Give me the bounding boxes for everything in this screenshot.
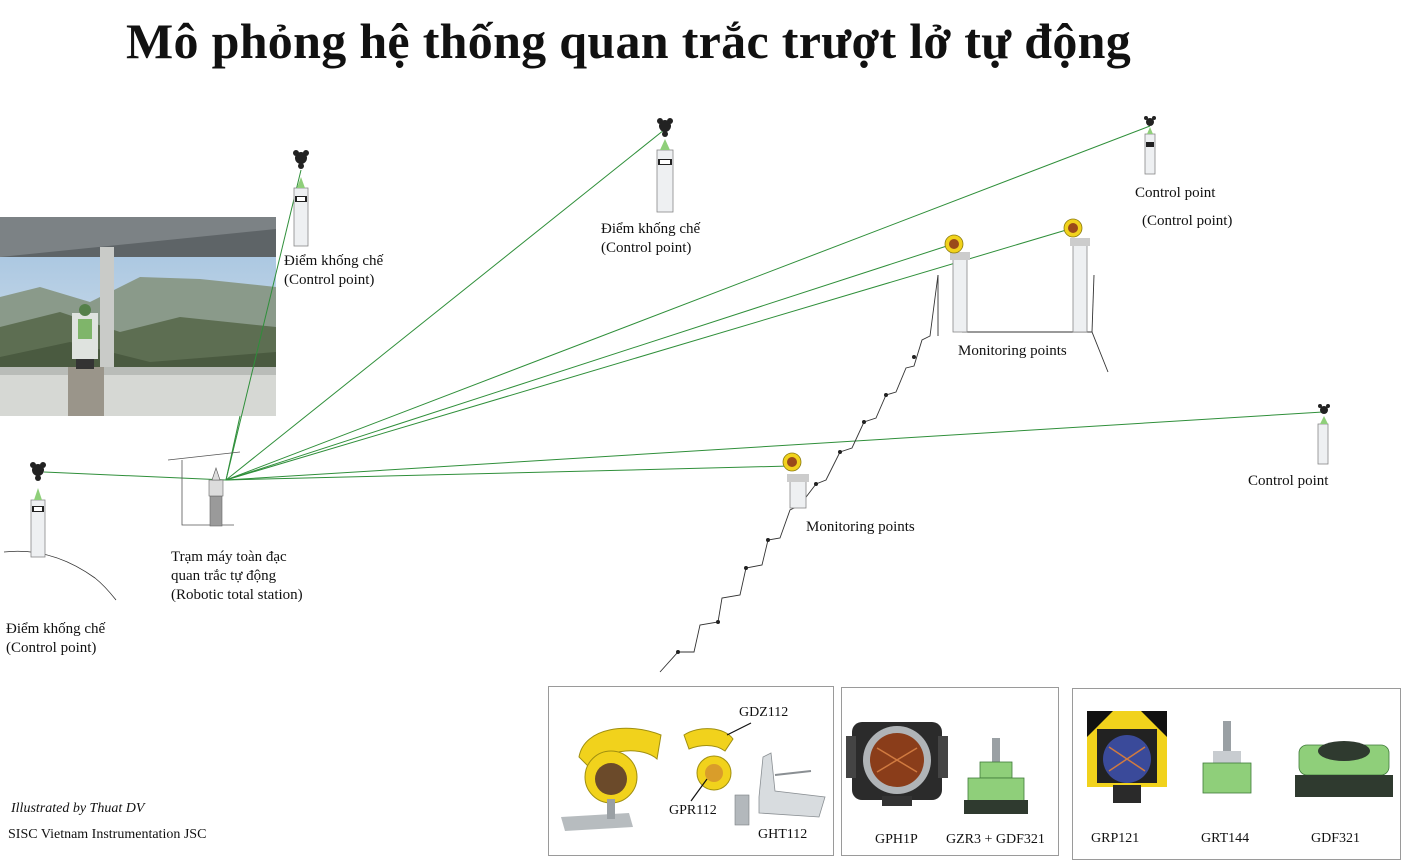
total-station-house <box>167 451 241 527</box>
product-gph1p: GPH1P <box>875 832 918 847</box>
sight-line-monitor-2 <box>225 227 1074 481</box>
label-monitoring-lower: Monitoring points <box>806 519 915 535</box>
control-point-upper <box>293 150 309 247</box>
control-point-right <box>1144 116 1156 175</box>
credit-company: SISC Vietnam Instrumentation JSC <box>8 827 207 842</box>
product-panel-2: GPH1P GZR3 + GDF321 <box>841 687 1059 856</box>
sight-line-far-right-cp <box>225 411 1324 481</box>
product-gzr3-gdf321: GZR3 + GDF321 <box>946 832 1045 847</box>
sight-line-monitor-1 <box>225 243 954 481</box>
slope-points <box>676 355 916 654</box>
sight-line-top-cp <box>225 129 665 481</box>
product-gdf321: GDF321 <box>1311 831 1361 846</box>
label-cp-top: Điểm khống chế(Control point) <box>601 221 701 256</box>
product-ght112: GHT112 <box>758 827 808 842</box>
label-cp-left: Điểm khống chế(Control point) <box>6 621 106 656</box>
label-monitoring-upper: Monitoring points <box>958 343 1067 359</box>
control-point-far-right <box>1317 404 1330 465</box>
sight-line-monitor-3 <box>225 465 791 481</box>
control-point-top <box>656 118 674 213</box>
monitoring-point-1 <box>944 234 970 333</box>
product-gdz112: GDZ112 <box>739 705 789 720</box>
sight-line-left-cp <box>43 471 227 481</box>
sight-line-right-cp <box>225 125 1151 481</box>
label-cp-upper: Điểm khống chế(Control point) <box>284 253 384 288</box>
control-point-left <box>3 462 117 601</box>
monitoring-point-2 <box>1063 218 1090 333</box>
diagram-title: Mô phỏng hệ thống quan trắc trượt lở tự … <box>126 13 1132 69</box>
credit-author: Illustrated by Thuat DV <box>11 801 145 816</box>
label-cp-right: Control point (Control point) <box>1135 185 1233 229</box>
product-gpr112: GPR112 <box>669 803 717 818</box>
label-cp-far-right: Control point <box>1248 473 1329 489</box>
landslide-slope <box>659 274 1109 673</box>
product-grt144: GRT144 <box>1201 831 1250 846</box>
monitoring-point-3 <box>782 452 809 509</box>
product-panel-1: GDZ112 GPR112 GHT112 <box>548 686 834 856</box>
product-panel-3: GRP121 GRT144 GDF321 <box>1072 688 1401 860</box>
station-photo <box>0 217 276 416</box>
product-grp121: GRP121 <box>1091 831 1140 846</box>
sight-line-upper-cp <box>225 169 302 481</box>
sight-lines <box>43 125 1324 481</box>
sight-line-photo-link <box>225 415 241 481</box>
